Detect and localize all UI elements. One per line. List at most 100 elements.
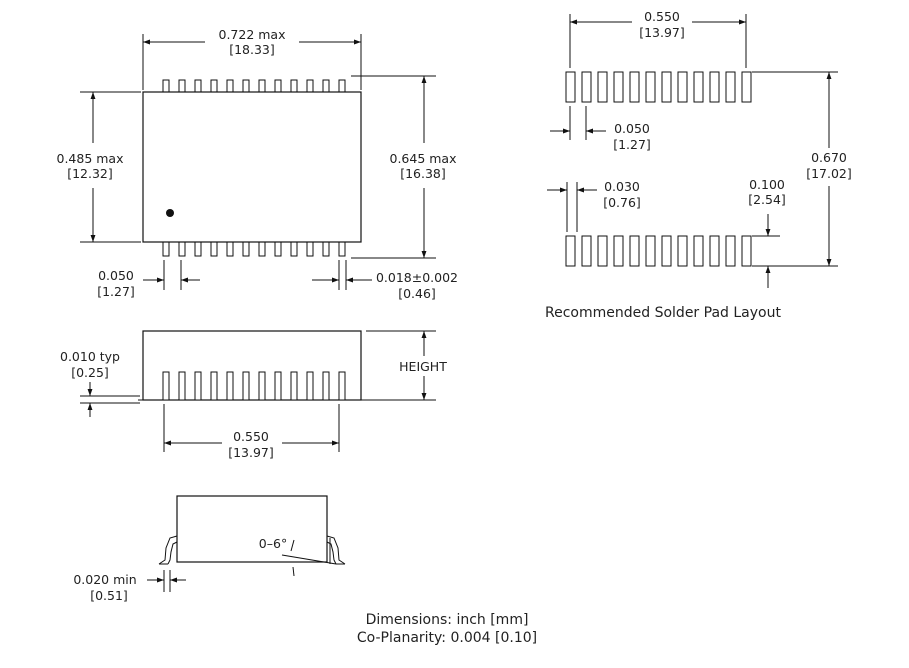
gull-wing-lead-left-outer — [158, 535, 178, 565]
overall-span-in: 0.645 max — [390, 151, 457, 166]
side-leads — [162, 371, 346, 400]
pads-upper — [565, 71, 752, 103]
bottom-pin — [258, 241, 266, 257]
top-pin — [306, 79, 314, 93]
bottom-pin — [178, 241, 186, 257]
solder-pad — [613, 71, 624, 103]
pad-width-mm: [0.76] — [603, 195, 641, 210]
pin1-dot — [166, 209, 174, 217]
height-label: HEIGHT — [399, 359, 447, 374]
solder-pad — [597, 71, 608, 103]
bottom-pin — [194, 241, 202, 257]
side-lead — [338, 371, 346, 400]
end-view: 0–6° 0.020 min [0.51] — [73, 495, 346, 603]
pad-length-in: 0.100 — [749, 177, 785, 192]
solder-pad-layout: 0.550 [13.97] 0.050 [1.27] 0.030 [0.76] … — [545, 9, 852, 321]
bottom-pin — [226, 241, 234, 257]
solder-pad — [693, 235, 704, 267]
pad-overall-mm: [17.02] — [806, 166, 852, 181]
solder-pad — [645, 235, 656, 267]
pad-overall-in: 0.670 — [811, 150, 847, 165]
standoff-in: 0.010 typ — [60, 349, 120, 364]
coplanarity-note: Co-Planarity: 0.004 [0.10] — [357, 630, 537, 646]
side-lead — [194, 371, 202, 400]
top-width-in: 0.722 max — [219, 27, 286, 42]
side-lead — [258, 371, 266, 400]
units-note: Dimensions: inch [mm] — [366, 612, 529, 628]
top-pin — [322, 79, 330, 93]
side-lead — [322, 371, 330, 400]
solder-pad — [565, 235, 576, 267]
solder-pad — [725, 235, 736, 267]
top-pin — [258, 79, 266, 93]
foot-length-mm: [0.51] — [90, 588, 128, 603]
bottom-pin — [338, 241, 346, 257]
bottom-pin — [242, 241, 250, 257]
lead-width-in: 0.018±0.002 — [376, 270, 458, 285]
solder-pad — [597, 235, 608, 267]
side-lead — [306, 371, 314, 400]
pad-pitch-mm: [1.27] — [613, 137, 651, 152]
gull-wing-lead-right-inner — [326, 541, 337, 565]
solder-pad — [661, 71, 672, 103]
solder-pad — [645, 71, 656, 103]
bottom-pin — [290, 241, 298, 257]
side-lead — [162, 371, 170, 400]
solder-pad — [677, 71, 688, 103]
bottom-pin — [306, 241, 314, 257]
side-lead — [210, 371, 218, 400]
top-pin — [338, 79, 346, 93]
bottom-pin — [322, 241, 330, 257]
top-view: 0.722 max [18.33] 0.485 max [12.32] 0.64… — [57, 27, 459, 301]
side-lead — [274, 371, 282, 400]
solder-pad — [693, 71, 704, 103]
bottom-pin — [162, 241, 170, 257]
top-pin — [226, 79, 234, 93]
bottom-pin — [274, 241, 282, 257]
overall-span-mm: [16.38] — [400, 166, 446, 181]
pad-pitch-in: 0.050 — [614, 121, 650, 136]
solder-pad — [629, 71, 640, 103]
body-width-in: 0.485 max — [57, 151, 124, 166]
solder-pad — [741, 71, 752, 103]
top-pin — [210, 79, 218, 93]
gull-wing-lead-right-outer — [326, 535, 346, 565]
side-lead — [178, 371, 186, 400]
pad-length-mm: [2.54] — [748, 192, 786, 207]
top-pin — [162, 79, 170, 93]
pads-lower — [565, 235, 752, 267]
solder-pad — [581, 235, 592, 267]
body-width-mm: [12.32] — [67, 166, 113, 181]
pitch-mm: [1.27] — [97, 284, 135, 299]
top-pin — [242, 79, 250, 93]
top-width-mm: [18.33] — [229, 42, 275, 57]
bottom-pin — [210, 241, 218, 257]
gull-wing-lead-left-inner — [167, 541, 178, 565]
standoff-mm: [0.25] — [71, 365, 109, 380]
solder-pad — [581, 71, 592, 103]
solder-pad — [709, 71, 720, 103]
lead-width-mm: [0.46] — [398, 286, 436, 301]
solder-pad — [613, 235, 624, 267]
solder-pad — [661, 235, 672, 267]
side-view: HEIGHT 0.010 typ [0.25] 0.550 [13.97] — [60, 330, 447, 460]
foot-length-in: 0.020 min — [73, 572, 136, 587]
top-pin — [178, 79, 186, 93]
pad-span-mm: [13.97] — [639, 25, 685, 40]
solder-pad — [741, 235, 752, 267]
pad-layout-caption: Recommended Solder Pad Layout — [545, 305, 781, 321]
solder-pad — [725, 71, 736, 103]
package-body-top — [142, 91, 362, 243]
package-body-end — [176, 495, 328, 563]
top-pin — [290, 79, 298, 93]
pad-width-in: 0.030 — [604, 179, 640, 194]
side-span-in: 0.550 — [233, 429, 269, 444]
solder-pad — [629, 235, 640, 267]
side-lead — [242, 371, 250, 400]
pitch-in: 0.050 — [98, 268, 134, 283]
side-span-mm: [13.97] — [228, 445, 274, 460]
pad-span-in: 0.550 — [644, 9, 680, 24]
top-pins-lower — [162, 241, 346, 257]
solder-pad — [709, 235, 720, 267]
